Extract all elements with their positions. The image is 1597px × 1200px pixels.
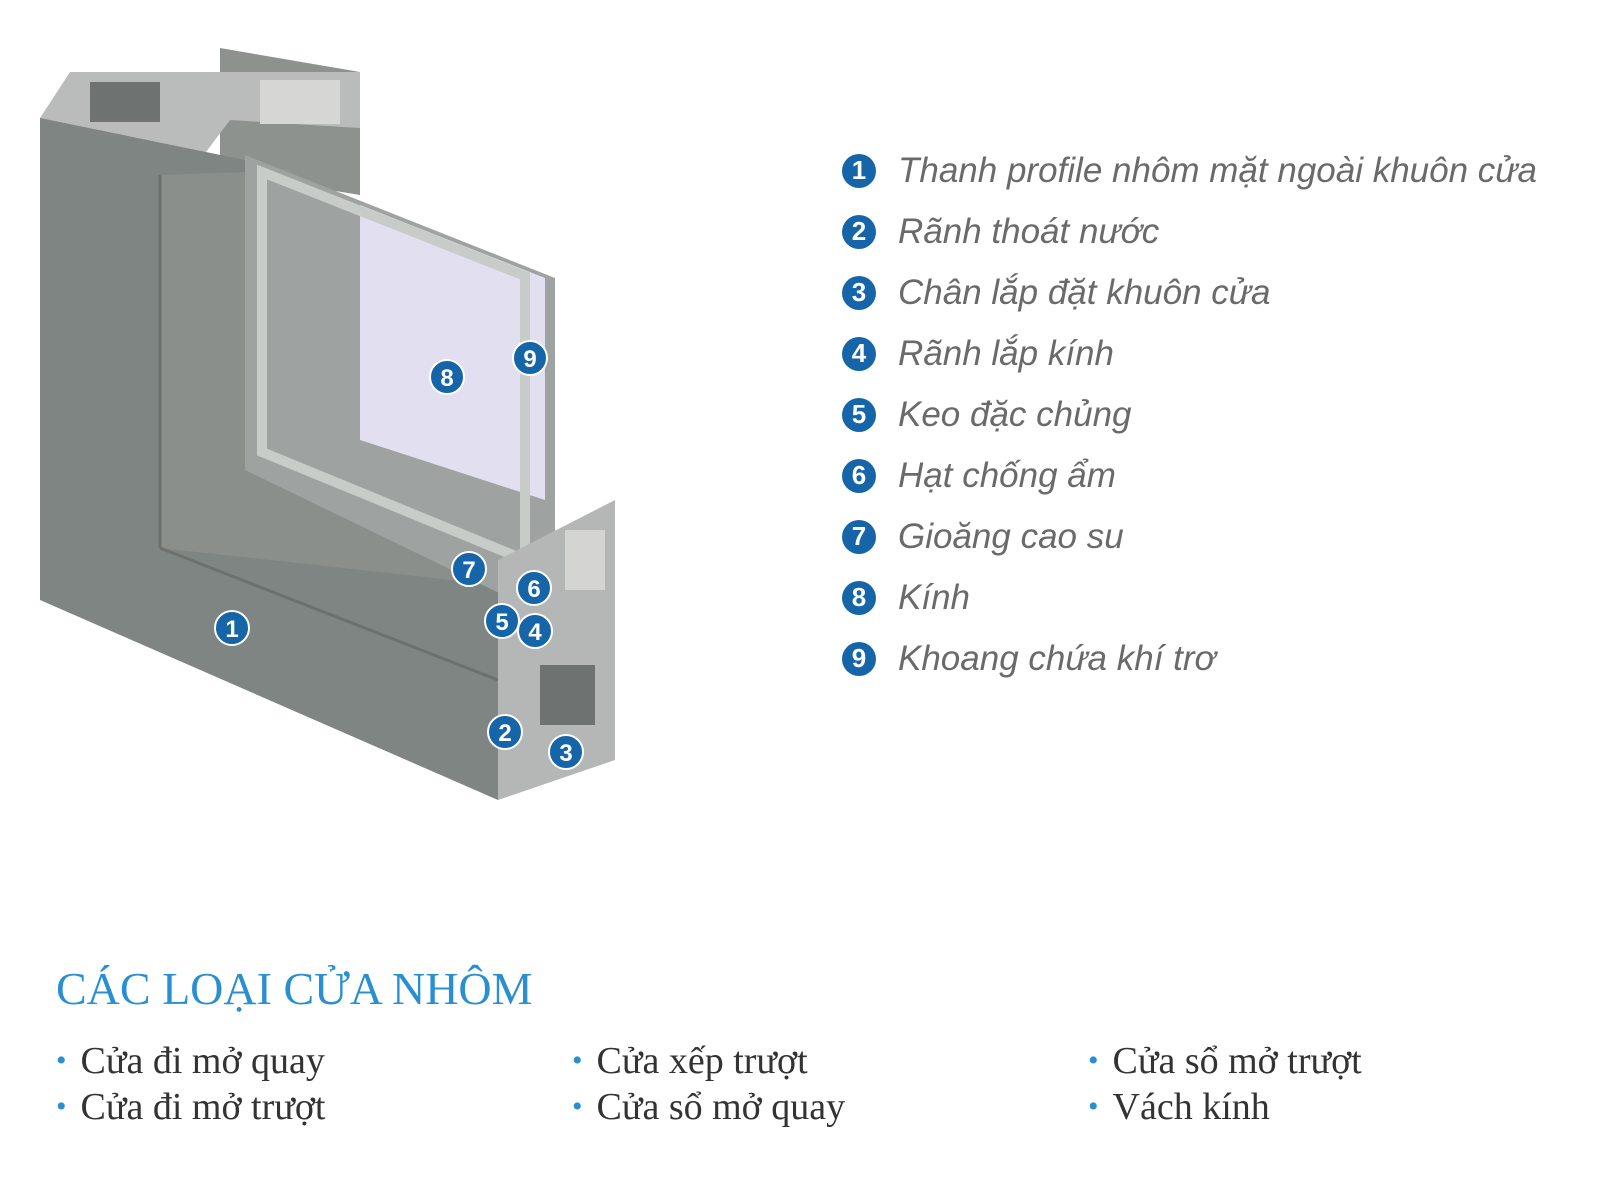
callout-2: 2	[487, 714, 523, 750]
door-type-label: Cửa xếp trượt	[596, 1040, 808, 1082]
door-type-label: Cửa sổ mở trượt	[1112, 1040, 1362, 1082]
legend-label: Kính	[898, 577, 970, 617]
door-type-item: • Cửa xếp trượt	[572, 1038, 845, 1084]
frame-top-slot	[90, 82, 160, 122]
frame-edge	[159, 546, 499, 682]
legend-number: 9	[842, 641, 876, 676]
legend-item: 4 Rãnh lắp kính	[842, 323, 1582, 384]
callout-3: 3	[548, 734, 584, 770]
door-types-column: • Cửa xếp trượt • Cửa sổ mở quay	[572, 1038, 845, 1130]
callout-1: 1	[214, 610, 250, 646]
legend-label: Rãnh thoát nước	[898, 211, 1160, 251]
callout-6: 6	[516, 570, 552, 606]
legend-label: Hạt chống ẩm	[898, 455, 1116, 495]
callout-6-label: 6	[527, 576, 540, 603]
bullet-icon: •	[1088, 1044, 1099, 1077]
window-frame-diagram: 8 9 7 6 5 4 1 2 3	[40, 48, 615, 800]
legend-number: 6	[842, 458, 876, 493]
door-type-item: • Cửa sổ mở trượt	[1088, 1038, 1362, 1084]
door-type-label: Cửa đi mở trượt	[80, 1086, 326, 1128]
section-title: CÁC LOẠI CỬA NHÔM	[56, 963, 533, 1014]
legend-item: 8 Kính	[842, 567, 1582, 628]
legend-item: 3 Chân lắp đặt khuôn cửa	[842, 262, 1582, 323]
bullet-icon: •	[572, 1044, 583, 1077]
legend-item: 1 Thanh profile nhôm mặt ngoài khuôn cửa	[842, 140, 1582, 201]
legend-item: 6 Hạt chống ẩm	[842, 445, 1582, 506]
callout-3-label: 3	[559, 740, 572, 767]
callout-5-label: 5	[495, 609, 508, 636]
callout-5: 5	[484, 603, 520, 639]
legend-label: Thanh profile nhôm mặt ngoài khuôn cửa	[898, 150, 1537, 190]
frame-bottom-slot	[540, 665, 595, 725]
door-types-column: • Cửa đi mở quay • Cửa đi mở trượt	[56, 1038, 326, 1130]
door-type-item: • Vách kính	[1088, 1084, 1362, 1130]
callout-4-label: 4	[528, 619, 542, 646]
callout-9: 9	[512, 340, 548, 376]
legend-label: Chân lắp đặt khuôn cửa	[898, 272, 1271, 312]
callout-8-label: 8	[440, 365, 453, 392]
legend-label: Rãnh lắp kính	[898, 333, 1114, 373]
door-type-label: Cửa sổ mở quay	[596, 1086, 846, 1128]
legend-number: 2	[842, 214, 876, 249]
legend-number: 8	[842, 580, 876, 615]
callout-9-label: 9	[523, 346, 536, 373]
legend-number: 1	[842, 153, 876, 188]
bullet-icon: •	[56, 1044, 67, 1077]
bullet-icon: •	[56, 1090, 67, 1123]
frame-face	[40, 118, 498, 800]
legend-item: 2 Rãnh thoát nước	[842, 201, 1582, 262]
legend-label: Gioăng cao su	[898, 516, 1124, 556]
legend-item: 7 Gioăng cao su	[842, 506, 1582, 567]
legend-label: Keo đặc chủng	[898, 394, 1132, 434]
door-type-label: Vách kính	[1112, 1086, 1270, 1128]
callout-1-label: 1	[225, 616, 238, 643]
bullet-icon: •	[1088, 1090, 1099, 1123]
glass-pane	[360, 205, 545, 500]
bullet-icon: •	[572, 1090, 583, 1123]
door-type-item: • Cửa đi mở trượt	[56, 1084, 326, 1130]
callout-8: 8	[429, 359, 465, 395]
frame-top-slot	[260, 80, 340, 124]
callout-4: 4	[517, 613, 553, 649]
callout-7: 7	[451, 551, 487, 587]
door-type-item: • Cửa đi mở quay	[56, 1038, 326, 1084]
legend-label: Khoang chứa khí trơ	[898, 638, 1216, 678]
legend-number: 4	[842, 336, 876, 371]
legend-number: 7	[842, 519, 876, 554]
legend-item: 9 Khoang chứa khí trơ	[842, 628, 1582, 689]
door-type-item: • Cửa sổ mở quay	[572, 1084, 845, 1130]
door-type-label: Cửa đi mở quay	[80, 1040, 325, 1082]
callout-2-label: 2	[498, 720, 511, 747]
frame-bottom-slot	[565, 530, 605, 590]
frame-inner-bevel	[160, 172, 498, 585]
legend-number: 3	[842, 275, 876, 310]
door-types-column: • Cửa sổ mở trượt • Vách kính	[1088, 1038, 1362, 1130]
legend-item: 5 Keo đặc chủng	[842, 384, 1582, 445]
callout-7-label: 7	[462, 557, 475, 584]
legend-number: 5	[842, 397, 876, 432]
